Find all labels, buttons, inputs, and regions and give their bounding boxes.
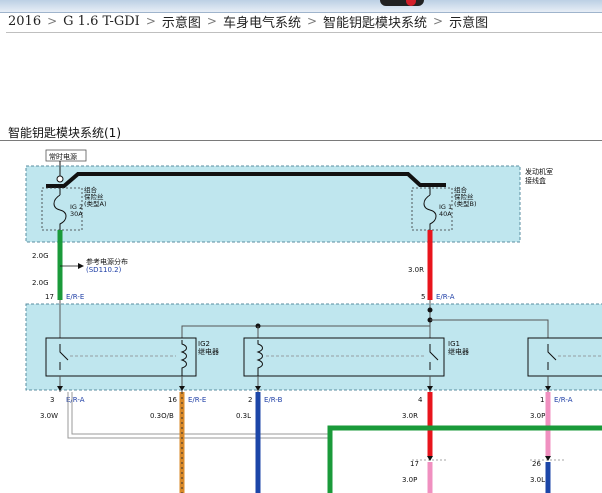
diagram-title-rule [0,140,602,141]
pin-connector-1: E/R-A [66,396,85,404]
fuse-left-rating: 30A [70,210,83,218]
breadcrumb-separator-icon: > [206,14,217,28]
fuse-right-rating: 40A [439,210,452,218]
reference-label: 参考电源分布 [86,257,128,266]
wire-right-connector: E/R-A [436,293,455,301]
breadcrumb-separator-icon: > [306,14,318,28]
wire-right-gauge: 3.0R [408,266,424,274]
wire-left-gauge-2: 2.0G [32,279,49,287]
fuse-left-group-1: 组合 [84,185,98,194]
breadcrumb-divider [6,32,602,33]
always-power-tag [45,149,87,162]
wire-white [67,392,330,439]
junction-dot-icon [427,307,433,313]
lower-gauge-2: 3.0L [530,476,545,484]
engine-room-box-label-2: 接线盒 [525,176,546,185]
fuse-right-id: IG 1 [439,203,452,211]
wire-gauge-5: 3.0P [530,412,545,420]
wire-left-pin: 17 [45,293,54,301]
relay-ig1-box [243,337,445,377]
wire-left-connector: E/R-E [66,293,84,301]
lower-gauge-1: 3.0P [402,476,417,484]
wire-gauge-2: 0.3O/B [150,412,174,420]
breadcrumb-separator-icon: > [433,14,444,28]
pin-label-1: 3 [50,396,54,404]
wire-right-pin: 5 [421,293,425,301]
top-banner [0,0,602,13]
fuse-right-group-3: (类型B) [454,199,477,208]
breadcrumb-item-smart-key[interactable]: 智能钥匙模块系统 [323,15,428,31]
lower-pin-1: 17 [410,460,419,468]
fuse-left-group-3: (类型A) [84,199,107,208]
pin-connector-5: E/R-A [554,396,573,404]
brand-logo [380,0,424,6]
reference-code-link[interactable]: (SD110.2) [86,266,122,274]
diagram-title: 智能钥匙模块系统(1) [8,126,121,140]
relay-third-box [527,337,602,377]
wire-gauge-4: 3.0R [402,412,418,420]
breadcrumb-item-year[interactable]: 2016 [8,13,42,29]
relay-ig2-label-1: IG2 [198,340,210,348]
pin-label-3: 2 [248,396,252,404]
breadcrumb-item-body-electrical[interactable]: 车身电气系统 [222,15,301,31]
fuse-left-group-2: 保险丝 [84,192,104,201]
pin-connector-2: E/R-E [188,396,206,404]
relay-ig2-switch-icon [59,344,69,370]
reference-arrow-icon [78,263,84,269]
relay-third-switch-icon [547,344,557,370]
pin-label-2: 16 [168,396,177,404]
wire-white-outline [71,392,330,435]
relay-module-panel [25,303,602,391]
fuse-left-id: IG 2 [70,203,83,211]
relay-ig1-label-1: IG1 [448,340,460,348]
relay-ig2-label-2: 继电器 [198,347,219,356]
breadcrumb-separator-icon: > [145,14,156,28]
wire-left-gauge-1: 2.0G [32,252,49,260]
relay-ig1-coil-icon [256,340,263,376]
breadcrumb-separator-icon: > [47,14,58,28]
breadcrumb-item-schematics[interactable]: 示意图 [161,15,201,31]
fuse-right-group-1: 组合 [454,185,468,194]
power-bus-bar [46,172,446,188]
pin-label-4: 4 [418,396,423,404]
always-power-label: 常时电源 [49,152,77,161]
wire-gauge-1: 3.0W [40,412,58,420]
breadcrumb-item-current: 示意图 [449,15,489,31]
fuse-ig2-icon [53,188,67,230]
wire-green-bus [327,425,602,493]
breadcrumb: 2016 > G 1.6 T-GDI > 示意图 > 车身电气系统 > 智能钥匙… [8,10,488,32]
relay-ig2-box [45,337,197,377]
pin-connector-3: E/R-B [264,396,283,404]
lower-pin-2: 26 [532,460,541,468]
relay-ig1-switch-icon [429,344,439,370]
engine-room-junction-box [25,165,521,243]
fuse-ig1-icon [423,186,437,230]
wire-gauge-3: 0.3L [236,412,251,420]
power-node-icon [56,175,64,183]
pin-label-5: 1 [540,396,544,404]
relay-ig2-coil-icon [180,340,187,376]
relay-ig1-label-2: 继电器 [448,347,469,356]
engine-room-box-label-1: 发动机室 [525,167,553,176]
fuse-right-group-2: 保险丝 [454,192,474,201]
breadcrumb-item-engine[interactable]: G 1.6 T-GDI [63,13,140,29]
